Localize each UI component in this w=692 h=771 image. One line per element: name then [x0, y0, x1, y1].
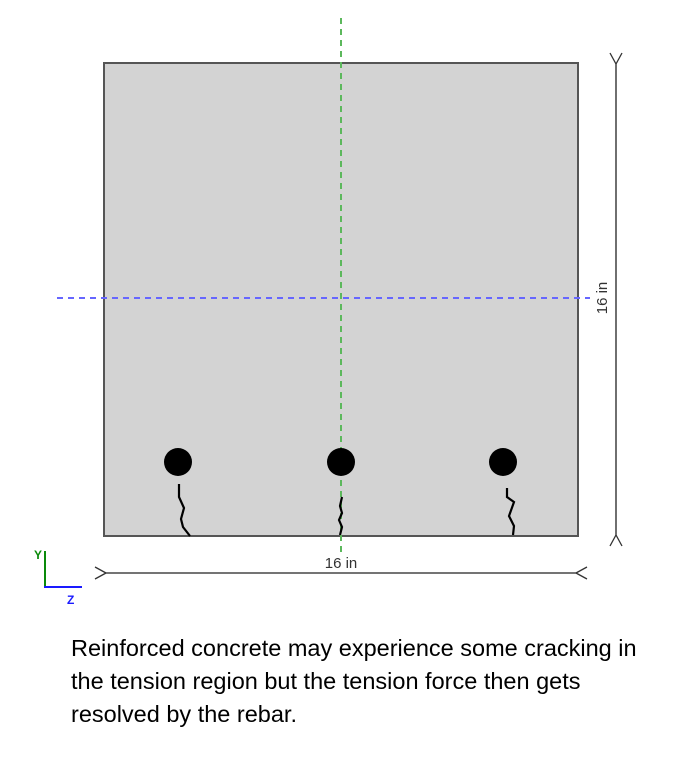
height-label: 16 in: [594, 282, 611, 315]
z-axis-label: Z: [67, 593, 74, 607]
caption: Reinforced concrete may experience some …: [71, 635, 637, 727]
rebar: [164, 448, 192, 476]
rebar: [327, 448, 355, 476]
rebar: [489, 448, 517, 476]
y-axis-label: Y: [34, 548, 42, 562]
crack: [337, 496, 344, 536]
crack: [177, 484, 191, 537]
crack: [505, 488, 516, 536]
width-label: 16 in: [325, 555, 358, 572]
